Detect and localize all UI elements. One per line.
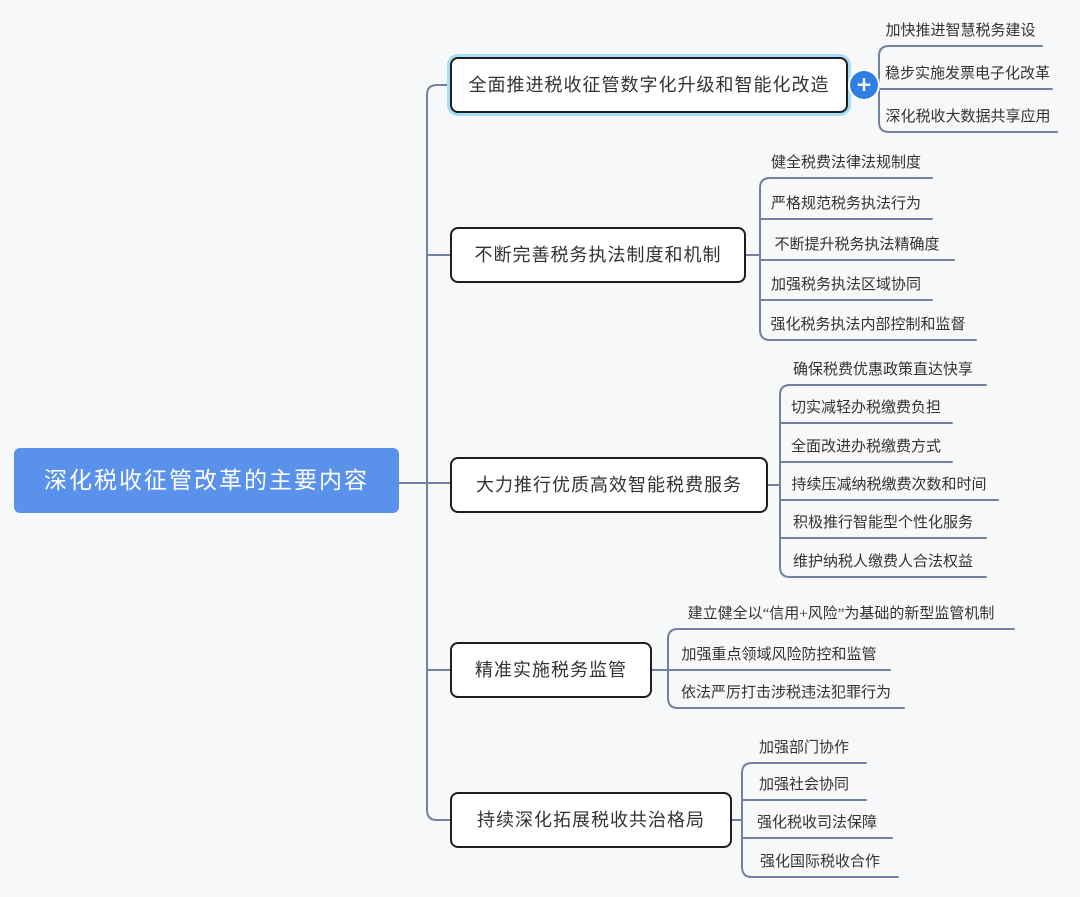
subtopic-node[interactable]: 持续压减纳税缴费次数和时间 xyxy=(791,477,987,493)
subtopic-node[interactable]: 确保税费优惠政策直达快享 xyxy=(792,362,973,378)
subtopic-node[interactable]: 维护纳税人缴费人合法权益 xyxy=(792,554,973,570)
subtopic-node[interactable]: 建立健全以“信用+风险”为基础的新型监管机制 xyxy=(687,606,995,622)
subtopic-node[interactable]: 加快推进智慧税务建设 xyxy=(885,23,1036,39)
subtopic-node[interactable]: 强化税务执法内部控制和监督 xyxy=(770,317,966,333)
subtopic-node[interactable]: 加强重点领域风险防控和监管 xyxy=(681,647,877,663)
subtopic-node[interactable]: 不断提升税务执法精确度 xyxy=(774,237,940,253)
subtopic-node[interactable]: 全面改进办税缴费方式 xyxy=(790,439,941,455)
subtopic-node[interactable]: 切实减轻办税缴费负担 xyxy=(790,400,941,416)
subtopic-node[interactable]: 加强部门协作 xyxy=(758,740,849,756)
topic-node-tax-service[interactable]: 大力推行优质高效智能税费服务 xyxy=(450,457,768,513)
subtopic-node[interactable]: 积极推行智能型个性化服务 xyxy=(792,515,973,531)
plus-icon: + xyxy=(855,72,873,96)
subtopic-node[interactable]: 强化国际税收合作 xyxy=(759,854,880,870)
subtopic-node[interactable]: 强化税收司法保障 xyxy=(756,815,877,831)
subtopic-node[interactable]: 深化税收大数据共享应用 xyxy=(885,109,1051,125)
subtopic-node[interactable]: 严格规范税务执法行为 xyxy=(770,196,921,212)
topic-node-tax-supervision[interactable]: 精准实施税务监管 xyxy=(450,642,652,698)
subtopic-node[interactable]: 加强社会协同 xyxy=(758,777,849,793)
root-node[interactable]: 深化税收征管改革的主要内容 xyxy=(14,448,399,513)
subtopic-node[interactable]: 健全税费法律法规制度 xyxy=(770,155,921,171)
subtopic-node[interactable]: 加强税务执法区域协同 xyxy=(770,277,921,293)
subtopic-node[interactable]: 稳步实施发票电子化改革 xyxy=(885,66,1051,82)
topic-node-law-enforcement[interactable]: 不断完善税务执法制度和机制 xyxy=(450,227,746,283)
topic-node-co-governance[interactable]: 持续深化拓展税收共治格局 xyxy=(450,792,732,848)
expand-button[interactable]: + xyxy=(850,71,878,99)
topic-node-digital-upgrade[interactable]: 全面推进税收征管数字化升级和智能化改造 xyxy=(450,57,848,113)
subtopic-node[interactable]: 依法严厉打击涉税违法犯罪行为 xyxy=(680,685,891,701)
